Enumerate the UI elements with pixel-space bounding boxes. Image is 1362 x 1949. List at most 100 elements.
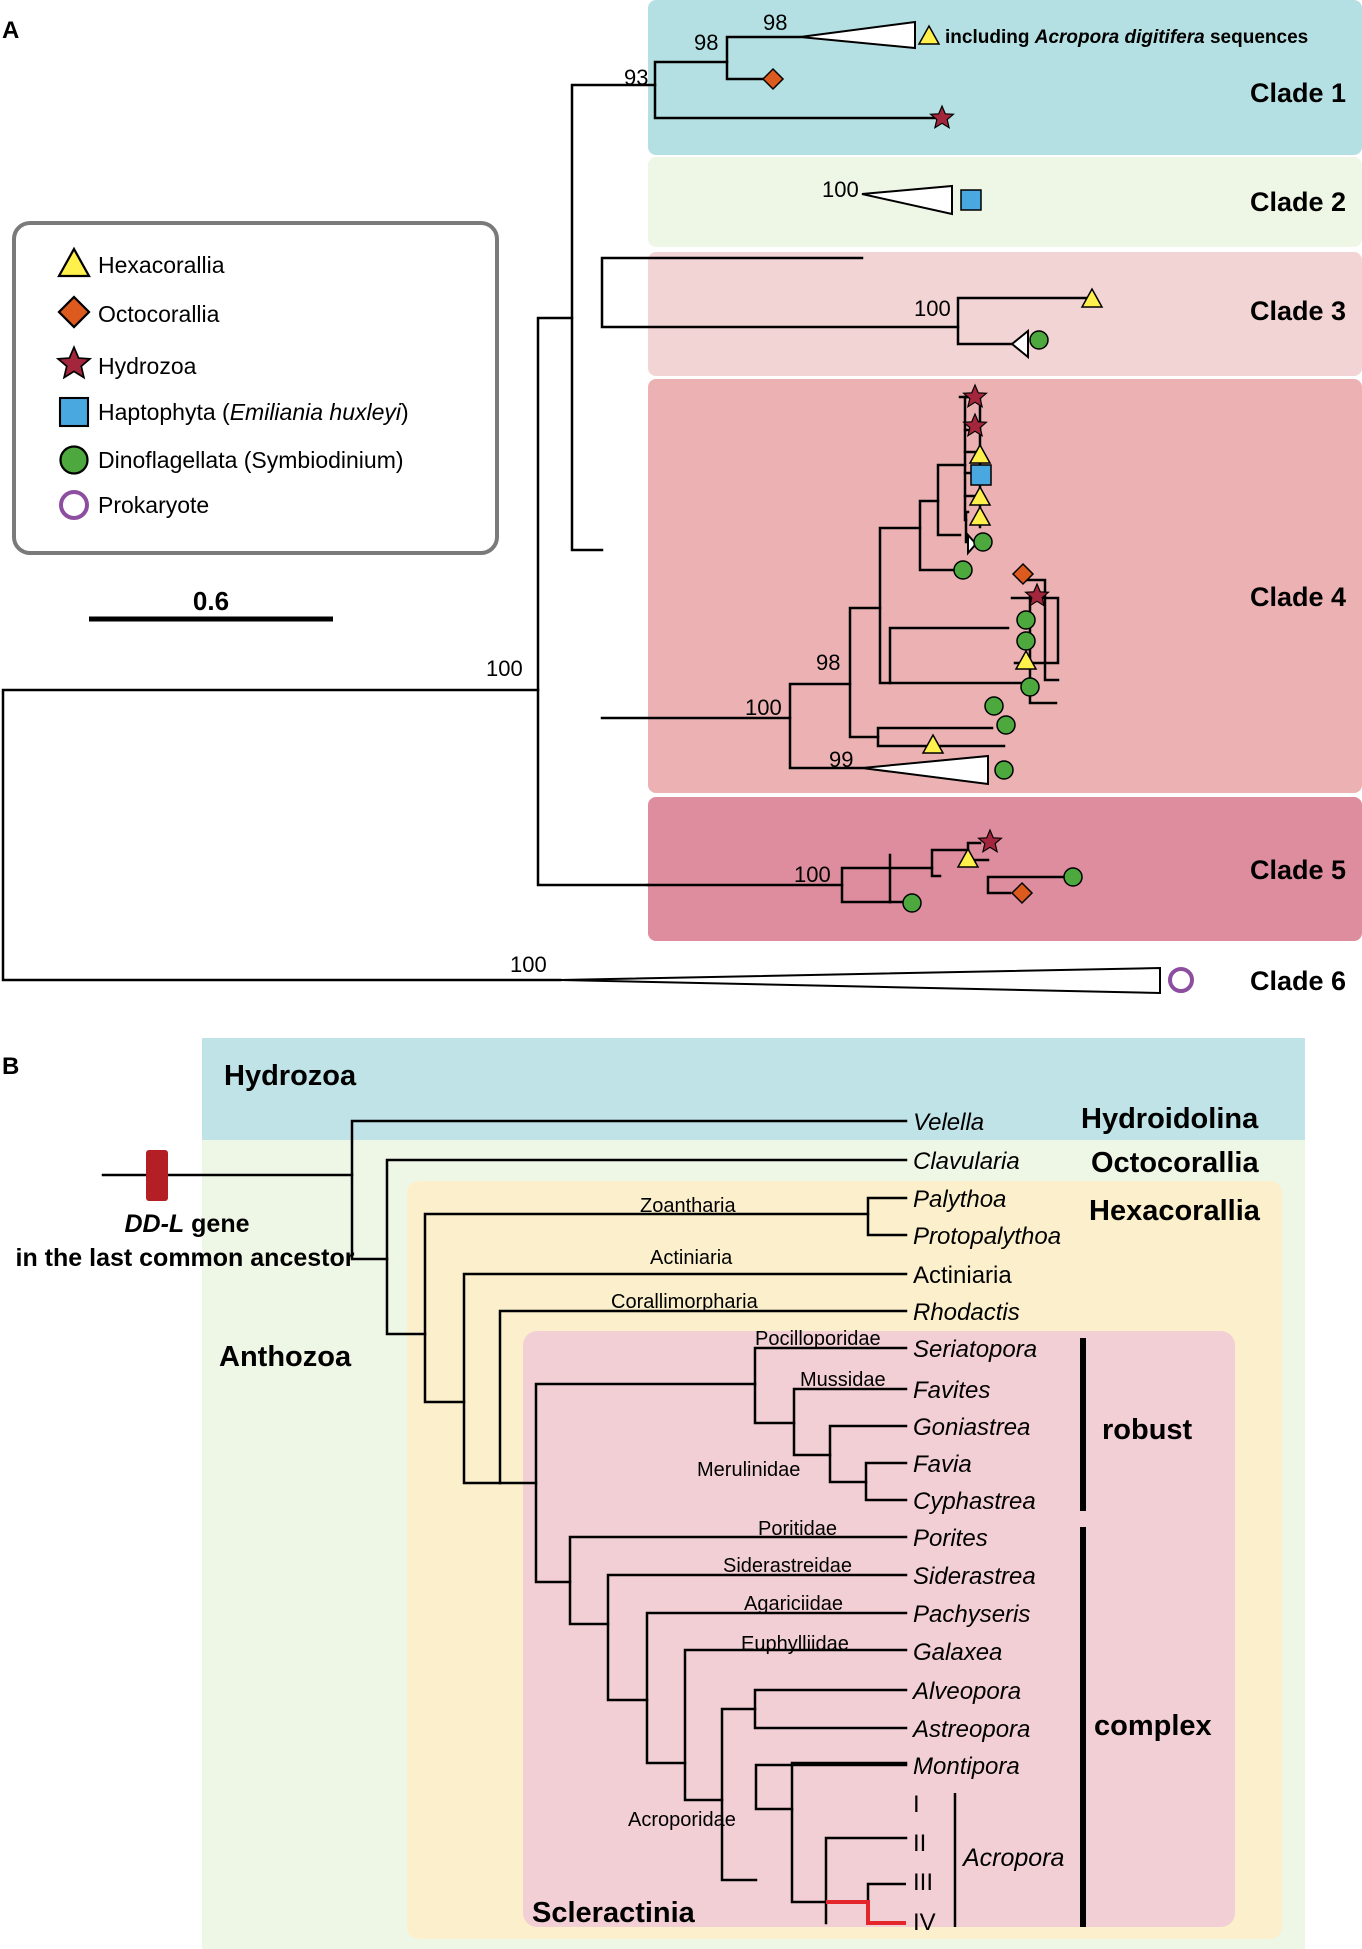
- family-label: Siderastreidae: [723, 1555, 852, 1577]
- haptophyta-tip-icon: [960, 189, 982, 211]
- group-label-scleractinia: Scleractinia: [532, 1897, 696, 1929]
- hydrozoa-background: [202, 1038, 1305, 1140]
- group-label-acropora: Acropora: [961, 1844, 1065, 1872]
- family-label: Agariciidae: [744, 1593, 843, 1615]
- clade-5-background: [648, 797, 1362, 941]
- circle-icon: [59, 445, 89, 475]
- taxon-label: III: [913, 1869, 933, 1896]
- legend: Hexacorallia Octocorallia Hydrozoa Hapto…: [57, 247, 409, 520]
- open-circle-icon: [59, 490, 89, 520]
- group-label-complex: complex: [1094, 1710, 1212, 1742]
- taxon-label: Protopalythoa: [913, 1223, 1061, 1250]
- legend-label: Haptophyta (Emiliania huxleyi): [98, 399, 409, 425]
- bootstrap-value: 100: [822, 177, 859, 202]
- dinoflagellata-tip-icon: [996, 715, 1016, 735]
- bootstrap-value: 99: [829, 747, 853, 772]
- legend-label: Prokaryote: [98, 492, 209, 518]
- taxon-label: Goniastrea: [913, 1414, 1030, 1441]
- family-label: Merulinidae: [697, 1459, 800, 1481]
- taxon-label: Favites: [913, 1377, 990, 1404]
- taxon-label: Siderastrea: [913, 1563, 1036, 1590]
- scale-bar-label: 0.6: [193, 586, 229, 616]
- bootstrap-value: 100: [486, 656, 523, 681]
- taxon-label: Seriatopora: [913, 1336, 1037, 1363]
- dinoflagellata-tip-icon: [953, 560, 973, 580]
- taxon-label: Montipora: [913, 1753, 1020, 1780]
- scleractinia-background: [523, 1331, 1235, 1927]
- dinoflagellata-tip-icon: [1016, 610, 1036, 630]
- dinoflagellata-tip-icon: [1020, 677, 1040, 697]
- family-label: Pocilloporidae: [755, 1328, 881, 1350]
- bootstrap-value: 100: [794, 862, 831, 887]
- group-label-anthozoa: Anthozoa: [219, 1341, 352, 1373]
- panel-a-tip-symbols: [762, 25, 1194, 993]
- family-label: Corallimorpharia: [611, 1291, 759, 1313]
- panel-b-label: B: [2, 1053, 19, 1080]
- legend-box: [12, 221, 499, 555]
- dinoflagellata-tip-icon: [1029, 330, 1049, 350]
- family-labels: Zoantharia Actiniaria Corallimorpharia P…: [611, 1195, 886, 1831]
- dinoflagellata-tip-icon: [902, 893, 922, 913]
- prokaryote-tip-icon: [1168, 967, 1194, 993]
- bootstrap-value: 100: [914, 296, 951, 321]
- taxon-label: I: [913, 1791, 920, 1818]
- panel-a-collapsed-clades: [559, 20, 1161, 995]
- taxon-label: Clavularia: [913, 1148, 1020, 1175]
- bootstrap-value: 98: [763, 10, 787, 35]
- group-label-hydrozoa: Hydrozoa: [224, 1060, 357, 1092]
- clade-label: Clade 5: [1250, 855, 1346, 885]
- acropora-highlight-branch: [826, 1900, 906, 1925]
- taxon-label: Actiniaria: [913, 1262, 1012, 1289]
- clade-3-background: [648, 252, 1362, 376]
- taxon-label: Palythoa: [913, 1186, 1006, 1213]
- dinoflagellata-tip-icon: [1063, 867, 1083, 887]
- dinoflagellata-tip-icon: [973, 532, 993, 552]
- group-label-hexacorallia: Hexacorallia: [1089, 1195, 1261, 1227]
- taxa-labels: Velella Clavularia Palythoa Protopalytho…: [911, 1109, 1061, 1936]
- clade-4-background: [648, 379, 1362, 793]
- bootstrap-value: 100: [745, 695, 782, 720]
- group-label-octocorallia: Octocorallia: [1091, 1147, 1259, 1179]
- square-icon: [58, 396, 90, 428]
- bootstrap-value: 98: [816, 650, 840, 675]
- gene-marker-icon: [146, 1150, 168, 1201]
- taxon-label: Pachyseris: [913, 1601, 1030, 1628]
- bootstrap-value: 93: [624, 65, 648, 90]
- panel-a-tree: [1, 35, 1090, 982]
- taxon-label: Velella: [913, 1109, 984, 1136]
- taxon-label: Galaxea: [913, 1639, 1002, 1666]
- taxon-label: Alveopora: [911, 1678, 1021, 1705]
- haptophyta-tip-icon: [970, 464, 992, 486]
- taxon-label: Favia: [913, 1451, 972, 1478]
- dinoflagellata-tip-icon: [1016, 631, 1036, 651]
- legend-label: Hydrozoa: [98, 353, 197, 379]
- family-label: Acroporidae: [628, 1809, 736, 1831]
- legend-label: Octocorallia: [98, 301, 220, 327]
- family-label: Mussidae: [800, 1369, 886, 1391]
- bootstrap-value: 98: [694, 30, 718, 55]
- dinoflagellata-tip-icon: [984, 696, 1004, 716]
- dinoflagellata-tip-icon: [994, 760, 1014, 780]
- gene-label: DD-L gene: [124, 1210, 249, 1238]
- clade-label: Clade 1: [1250, 78, 1346, 108]
- clade-label: Clade 4: [1250, 582, 1346, 612]
- taxon-label: II: [913, 1830, 926, 1857]
- clade-label: Clade 6: [1250, 966, 1346, 996]
- legend-label: Dinoflagellata (Symbiodinium): [98, 447, 404, 473]
- family-label: Actiniaria: [650, 1247, 733, 1269]
- bootstrap-value: 100: [510, 952, 547, 977]
- taxon-label: Astreopora: [911, 1716, 1030, 1743]
- family-label: Euphylliidae: [741, 1633, 849, 1655]
- taxon-label: Porites: [913, 1525, 988, 1552]
- family-label: Poritidae: [758, 1518, 837, 1540]
- gene-label-line2: in the last common ancestor: [16, 1244, 355, 1272]
- taxon-label: Cyphastrea: [913, 1488, 1036, 1515]
- clade-label: Clade 2: [1250, 187, 1346, 217]
- panel-a-label: A: [2, 17, 19, 44]
- clade-2-background: [648, 157, 1362, 247]
- clade-labels: Clade 1 Clade 2 Clade 3 Clade 4 Clade 5 …: [1250, 78, 1346, 996]
- group-label-hydroidolina: Hydroidolina: [1081, 1103, 1259, 1135]
- clade-label: Clade 3: [1250, 296, 1346, 326]
- taxon-label: IV: [913, 1909, 936, 1936]
